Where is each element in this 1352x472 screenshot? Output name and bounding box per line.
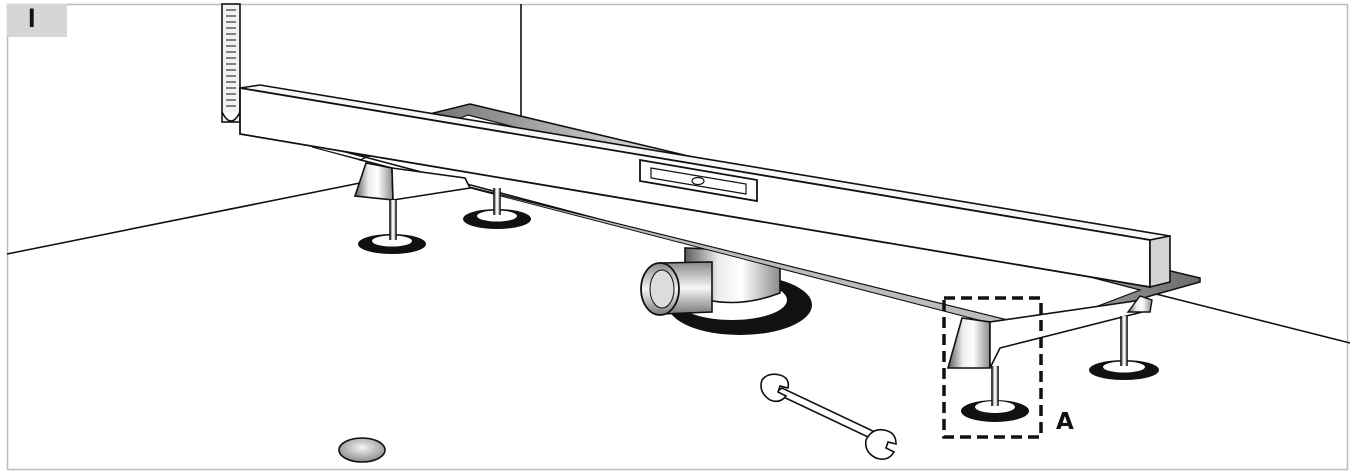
foot-base-front-left <box>358 234 426 254</box>
step-badge <box>7 4 67 37</box>
support-legs-left <box>353 162 501 240</box>
drain-outlet-icon <box>640 247 812 335</box>
foot-base-back-left <box>463 209 531 229</box>
wrench-icon <box>760 373 897 460</box>
support-legs-right <box>946 295 1153 406</box>
wall-ruler <box>221 3 241 123</box>
floor-plug <box>338 437 386 463</box>
detail-label: A <box>1056 409 1074 435</box>
step-label: I <box>28 3 36 33</box>
room-outline <box>6 4 1351 344</box>
foot-base-back-right <box>1089 360 1159 380</box>
frame-border <box>6 3 1349 471</box>
spirit-level-icon <box>239 84 1171 289</box>
foot-base-front-right <box>961 400 1029 422</box>
